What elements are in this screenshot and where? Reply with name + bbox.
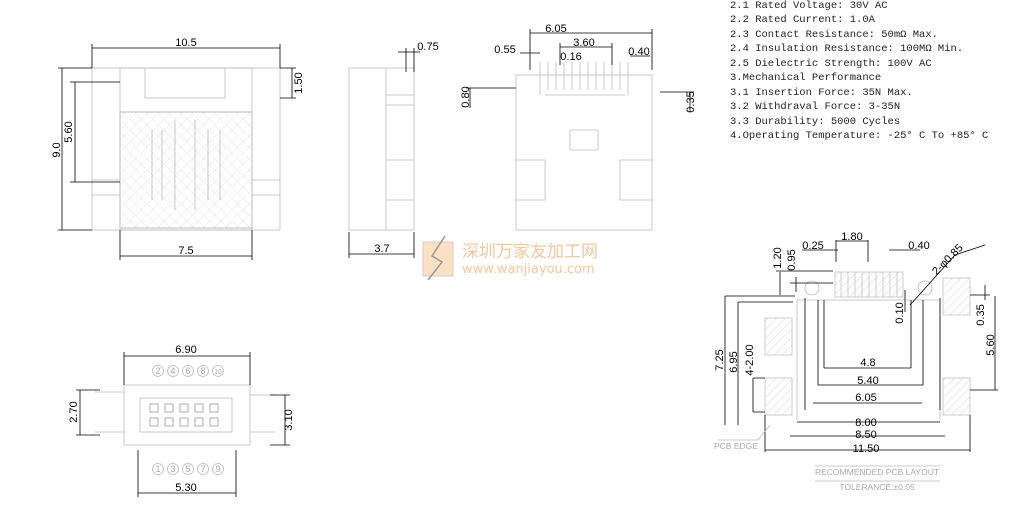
front-top-dim: 1.50 (293, 72, 305, 93)
pcb-dim-1-20: 1.20 (772, 247, 784, 268)
spec-line: 2.3 Contact Resistance: 50mΩ Max. (730, 29, 938, 41)
top-left-height-dim: 0.80 (460, 86, 472, 107)
spec-line: 2.4 Insulation Resistance: 100MΩ Min. (730, 43, 963, 55)
pcb-dim-0-10: 0.10 (894, 302, 906, 323)
pin-label: 4 (170, 366, 175, 376)
face-bottom-dim: 5.30 (175, 482, 196, 494)
pcb-dim-8-50: 8.50 (855, 429, 876, 441)
pcb-holes-dim: 2-φ0.85 (930, 242, 966, 278)
pcb-dim-11-50: 11.50 (853, 443, 880, 455)
front-view: 10.5 1.50 5.60 9.0 7.5 (51, 37, 305, 260)
pin-label: 10 (214, 369, 222, 376)
side-top-dim: 0.75 (417, 41, 438, 53)
pin-label: 5 (185, 464, 190, 474)
pcb-dim-6-05: 6.05 (855, 392, 876, 404)
side-view: 0.75 3.7 (348, 41, 439, 258)
pcb-dim-1-80: 1.80 (841, 231, 862, 243)
pcb-dim-8-00: 8.00 (855, 417, 876, 429)
spec-line: 3.1 Insertion Force: 35N Max. (730, 87, 913, 99)
pin-label: 6 (185, 366, 190, 376)
spec-line: 3.2 Withdraval Force: 3-35N (730, 101, 900, 113)
top-right-dim: 0.40 (628, 46, 649, 58)
top-pitch-dim: 3.60 (573, 37, 594, 49)
pcb-pads-dim: 4-2.00 (744, 344, 756, 375)
watermark-logo: 深圳万家友加工网 www.wanjiayou.com (422, 235, 598, 281)
pcb-dim-0-25: 0.25 (802, 240, 823, 252)
face-top-dim: 6.90 (175, 344, 196, 356)
pcb-dim-4-8: 4.8 (860, 357, 875, 369)
pcb-tolerance: TOLERANCE:±0.05 (839, 482, 915, 492)
front-inner-height-dim: 5.60 (63, 121, 75, 142)
face-view: 6.90 2.70 3.10 5.30 2 4 6 8 10 1 3 5 7 9 (68, 344, 295, 497)
spec-line: 3.Mechanical Performance (730, 72, 881, 84)
top-pin-dim: 0.16 (560, 51, 581, 63)
spec-line: 2.2 Rated Current: 1.0A (730, 14, 876, 26)
top-overall-dim: 6.05 (545, 23, 566, 35)
pin-label: 8 (200, 366, 205, 376)
side-width-dim: 3.7 (374, 243, 389, 255)
pin-label: 3 (170, 464, 175, 474)
top-view: 6.05 0.55 3.60 0.40 0.16 0.80 0.35 (460, 23, 697, 231)
front-height-dim: 9.0 (51, 142, 63, 157)
pcb-dim-7-25: 7.25 (714, 349, 726, 370)
specifications: 2.1 Rated Voltage: 30V AC 2.2 Rated Curr… (730, 0, 988, 142)
watermark-url: www.wanjiayou.com (462, 262, 595, 277)
spec-line: 3.3 Durability: 5000 Cycles (730, 116, 900, 128)
pin-label: 1 (155, 464, 160, 474)
pcb-layout-title: RECOMMENDED PCB LAYOUT (815, 467, 939, 477)
face-right-dim: 3.10 (283, 409, 295, 430)
pcb-dim-0-40: 0.40 (908, 240, 929, 252)
face-left-dim: 2.70 (68, 401, 80, 422)
pcb-dim-0-35: 0.35 (975, 304, 987, 325)
pcb-dim-5-60: 5.60 (985, 334, 997, 355)
front-width-dim: 10.5 (175, 37, 196, 49)
front-bottom-dim: 7.5 (178, 245, 193, 257)
pin-label: 2 (155, 366, 160, 376)
spec-line: 2.1 Rated Voltage: 30V AC (730, 0, 888, 12)
pin-label: 9 (215, 464, 220, 474)
pcb-dim-6-95: 6.95 (728, 351, 740, 372)
watermark-cn: 深圳万家友加工网 (462, 242, 598, 262)
pcb-dim-0-95: 0.95 (786, 249, 798, 270)
spec-line: 2.5 Dielectric Strength: 100V AC (730, 58, 932, 70)
pcb-layout: 1.80 0.25 0.40 1.20 0.95 2-φ0.85 0.10 0.… (714, 231, 998, 492)
pcb-dim-5-40: 5.40 (857, 375, 878, 387)
pin-label: 7 (200, 464, 205, 474)
pcb-edge-label: PCB EDGE (714, 441, 758, 451)
spec-line: 4.Operating Temperature: -25° C To +85° … (730, 130, 988, 142)
top-right-height-dim: 0.35 (685, 91, 697, 112)
top-left-dim: 0.55 (494, 44, 515, 56)
